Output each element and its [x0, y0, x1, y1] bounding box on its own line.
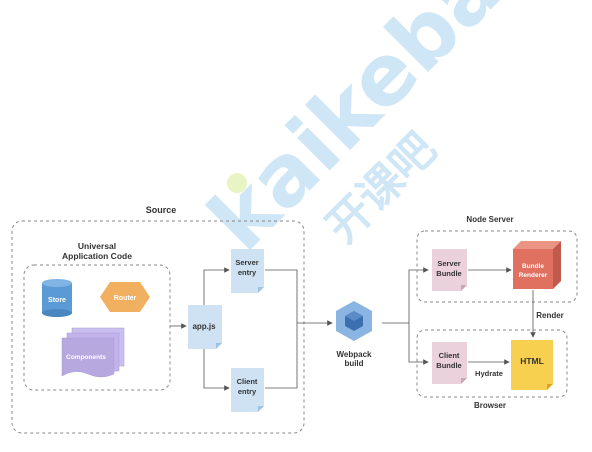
server-entry-line2: entry — [238, 268, 257, 277]
webpack-node: Webpack build — [336, 301, 372, 368]
router-node: Router — [100, 282, 150, 312]
components-label: Components — [66, 354, 106, 361]
arrow-webpack-to-server-bundle — [382, 267, 429, 324]
hydrate-label: Hydrate — [475, 369, 503, 378]
universal-title-line2: Application Code — [62, 251, 132, 261]
watermark: kaikeba 开课吧 — [190, 0, 520, 269]
client-entry-node: Client entry — [231, 368, 264, 412]
browser-container — [416, 329, 568, 398]
app-js-label: app.js — [192, 322, 216, 331]
node-server-title: Node Server — [466, 215, 513, 224]
client-bundle-line1: Client — [439, 351, 460, 360]
store-node: Store — [42, 279, 72, 317]
watermark-dot — [227, 173, 247, 193]
app-js-node: app.js — [188, 305, 222, 349]
client-entry-line2: entry — [238, 387, 257, 396]
universal-title-line1: Universal — [78, 241, 116, 251]
node-server-container — [416, 230, 578, 303]
bundle-renderer-node: Bundle Renderer — [513, 241, 561, 289]
html-label: HTML — [520, 356, 544, 366]
server-bundle-line2: Bundle — [436, 269, 461, 278]
html-node: HTML — [511, 340, 553, 390]
connector-entries — [265, 269, 298, 389]
server-bundle-node: Server Bundle — [432, 249, 467, 291]
webpack-label-line2: build — [344, 359, 363, 368]
webpack-label-line1: Webpack — [337, 350, 373, 359]
arrow-app-to-server-entry — [203, 267, 230, 305]
store-label: Store — [48, 297, 66, 304]
node-server-group: Node Server Server Bundle Bundle Rendere… — [416, 215, 578, 303]
server-entry-line1: Server — [235, 258, 258, 267]
router-label: Router — [114, 295, 137, 302]
bundle-renderer-line2: Renderer — [519, 272, 548, 279]
browser-title: Browser — [474, 401, 506, 410]
components-node: Components — [61, 327, 125, 378]
universal-code-container — [23, 264, 171, 391]
browser-group: Browser Client Bundle Hydrate HTML — [416, 329, 568, 410]
arrow-webpack-to-client-bundle — [408, 323, 429, 365]
client-bundle-line2: Bundle — [436, 361, 461, 370]
source-title: Source — [146, 205, 177, 215]
bundle-renderer-line1: Bundle — [522, 263, 544, 270]
source-container — [11, 220, 305, 434]
arrow-app-to-client-entry — [203, 349, 230, 391]
render-label: Render — [536, 311, 564, 320]
server-entry-node: Server entry — [231, 249, 264, 293]
source-group: Source Universal Application Code Store … — [11, 205, 305, 434]
client-entry-line1: Client — [237, 377, 258, 386]
client-bundle-node: Client Bundle — [432, 342, 467, 384]
server-bundle-line1: Server — [437, 259, 460, 268]
